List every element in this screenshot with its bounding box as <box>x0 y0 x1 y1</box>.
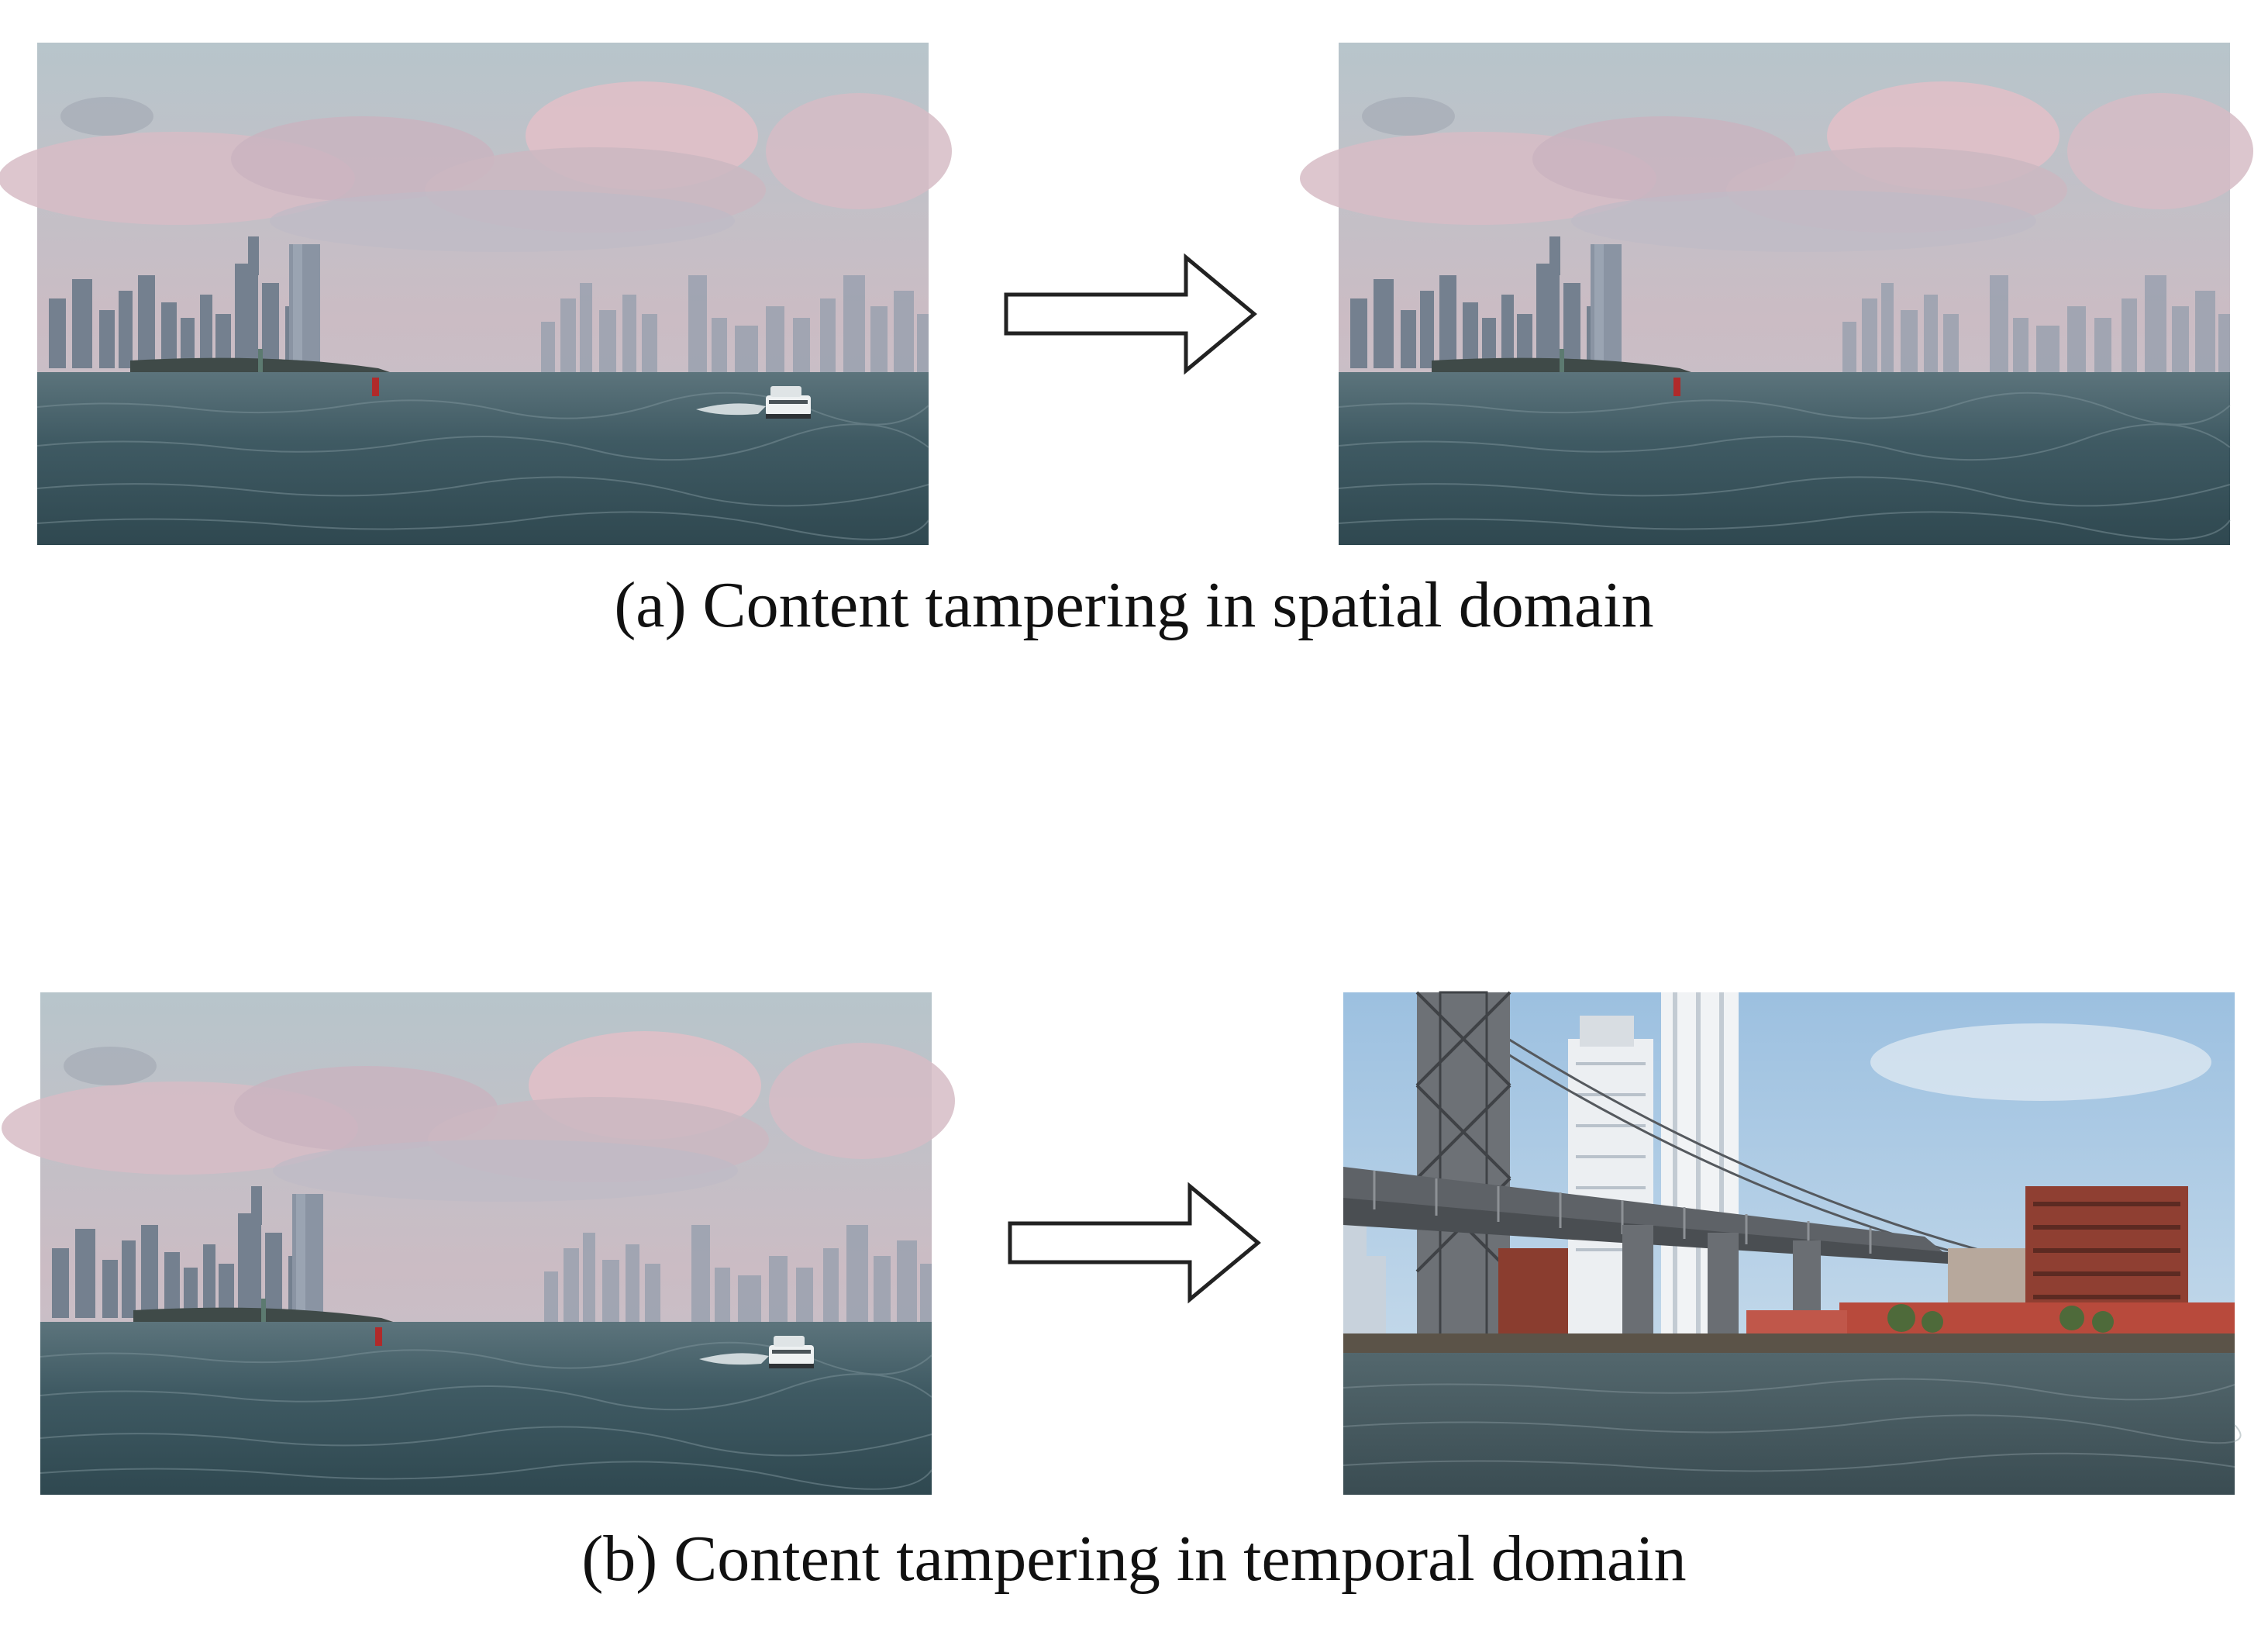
panel-a-arrow <box>1006 257 1254 371</box>
panel-b <box>1 991 2242 1496</box>
panel-a-before-image <box>0 42 953 546</box>
panel-b-before-image <box>1 992 956 1496</box>
caption-b: (b) Content tampering in temporal domain <box>581 1523 1687 1595</box>
panel-a-after-image <box>1299 42 2254 546</box>
panel-b-after-image <box>1342 991 2242 1496</box>
panel-b-arrow <box>1010 1186 1258 1299</box>
panel-a <box>0 42 2254 546</box>
caption-a: (a) Content tampering in spatial domain <box>614 569 1654 641</box>
